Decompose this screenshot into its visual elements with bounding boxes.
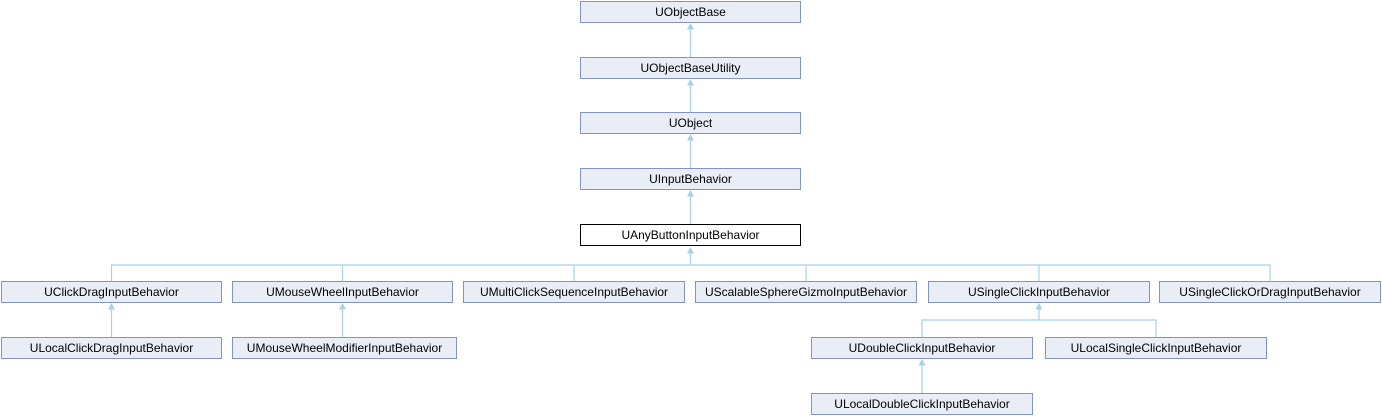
class-node-umousewheelmodifier[interactable]: UMouseWheelModifierInputBehavior bbox=[232, 337, 457, 359]
class-node-usingleclick[interactable]: USingleClickInputBehavior bbox=[928, 281, 1150, 303]
arrowhead-icon bbox=[687, 23, 694, 30]
class-node-udoubleclick[interactable]: UDoubleClickInputBehavior bbox=[811, 337, 1033, 359]
class-node-uclickdrag[interactable]: UClickDragInputBehavior bbox=[1, 281, 222, 303]
class-node-ulocalsingleclick[interactable]: ULocalSingleClickInputBehavior bbox=[1045, 337, 1267, 359]
arrowhead-icon bbox=[687, 190, 694, 197]
class-node-uobject[interactable]: UObject bbox=[580, 112, 801, 134]
arrowhead-icon bbox=[687, 79, 694, 86]
arrowhead-icon bbox=[687, 134, 694, 141]
class-node-umousewheel[interactable]: UMouseWheelInputBehavior bbox=[232, 281, 453, 303]
class-node-uobjectbaseutility[interactable]: UObjectBaseUtility bbox=[580, 57, 801, 79]
class-node-uobjectbase[interactable]: UObjectBase bbox=[580, 1, 801, 23]
arrowhead-icon bbox=[1035, 303, 1043, 310]
class-node-uanybutton: UAnyButtonInputBehavior bbox=[580, 224, 801, 246]
arrowhead-icon bbox=[918, 359, 926, 366]
class-node-uscalablegizmo[interactable]: UScalableSphereGizmoInputBehavior bbox=[695, 281, 917, 303]
class-node-usingleclickordrag[interactable]: USingleClickOrDragInputBehavior bbox=[1159, 281, 1381, 303]
class-node-uinputbehavior[interactable]: UInputBehavior bbox=[580, 168, 801, 190]
class-node-ulocalclickdrag[interactable]: ULocalClickDragInputBehavior bbox=[1, 337, 222, 359]
arrowhead-icon bbox=[687, 247, 694, 254]
arrowhead-icon bbox=[339, 303, 346, 310]
class-node-umulticlick[interactable]: UMultiClickSequenceInputBehavior bbox=[463, 281, 685, 303]
class-node-ulocaldoubleclick[interactable]: ULocalDoubleClickInputBehavior bbox=[811, 393, 1033, 415]
arrowhead-icon bbox=[108, 303, 115, 310]
